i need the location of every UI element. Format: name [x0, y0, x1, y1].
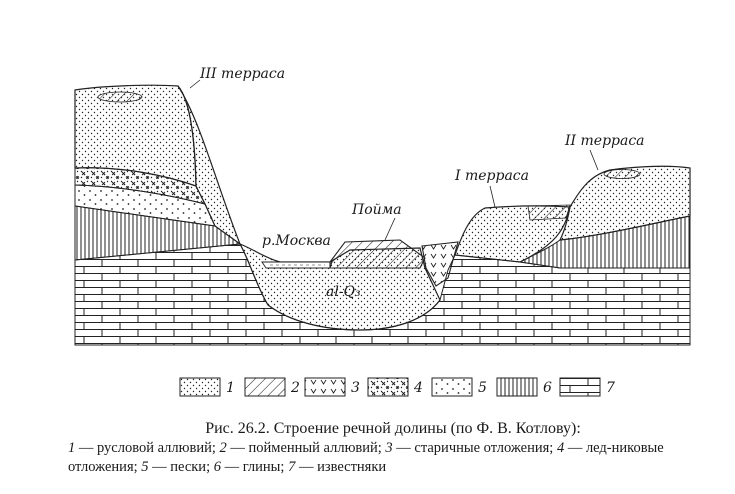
caption-item-num: 6 — [213, 459, 221, 475]
caption-item-text: — лед-никовые отложения; — [68, 440, 664, 475]
legend-num-5: 5 — [478, 380, 487, 396]
legend-swatch-1 — [179, 377, 221, 397]
legend-num-2: 2 — [290, 380, 300, 396]
oxbow-deposits — [421, 241, 459, 287]
caption-item-text: — русловой аллювий; — [78, 440, 216, 456]
legend-num-3: 3 — [351, 380, 360, 396]
caption-item-text: — глины; — [224, 459, 285, 475]
caption-body: 1 — русловой аллювий; 2 — пойменный аллю… — [68, 439, 718, 477]
caption-item-num: 7 — [288, 459, 296, 475]
label-terrace-2: II терраса — [564, 133, 645, 149]
figure-caption: Рис. 26.2. Строение речной долины (по Ф.… — [68, 419, 718, 477]
caption-item-text: — пески; — [152, 459, 211, 475]
label-river: р.Москва — [262, 233, 331, 249]
legend-swatch-2 — [244, 377, 286, 397]
label-floodplain: Пойма — [351, 202, 402, 218]
clay-layer-right — [518, 215, 691, 269]
caption-item-text: — пойменный аллювий; — [230, 440, 382, 456]
legend: 1 2 3 4 5 6 7 — [179, 377, 615, 397]
caption-item-text: — старичные отложения; — [396, 440, 554, 456]
caption-item-num: 1 — [68, 440, 76, 456]
legend-swatch-4 — [367, 377, 409, 397]
caption-item-text: — известняки — [298, 459, 387, 475]
caption-item-num: 2 — [219, 440, 227, 456]
label-terrace-1: I терраса — [454, 168, 529, 184]
legend-swatch-6 — [496, 377, 538, 397]
label-alluvium: al-Q₃ — [326, 284, 361, 300]
label-terrace-3: III терраса — [199, 66, 285, 82]
legend-swatch-7 — [559, 377, 601, 397]
caption-item-num: 4 — [556, 440, 565, 456]
legend-num-4: 4 — [413, 380, 423, 396]
caption-item-num: 5 — [141, 459, 149, 475]
floodplain-alluvium — [329, 239, 426, 269]
caption-title: Рис. 26.2. Строение речной долины (по Ф.… — [205, 420, 581, 437]
legend-num-6: 6 — [543, 380, 552, 396]
legend-swatch-5 — [431, 377, 473, 397]
legend-num-1: 1 — [226, 380, 235, 396]
legend-swatch-3 — [304, 377, 346, 397]
legend-num-7: 7 — [606, 380, 615, 396]
caption-item-num: 3 — [385, 440, 393, 456]
